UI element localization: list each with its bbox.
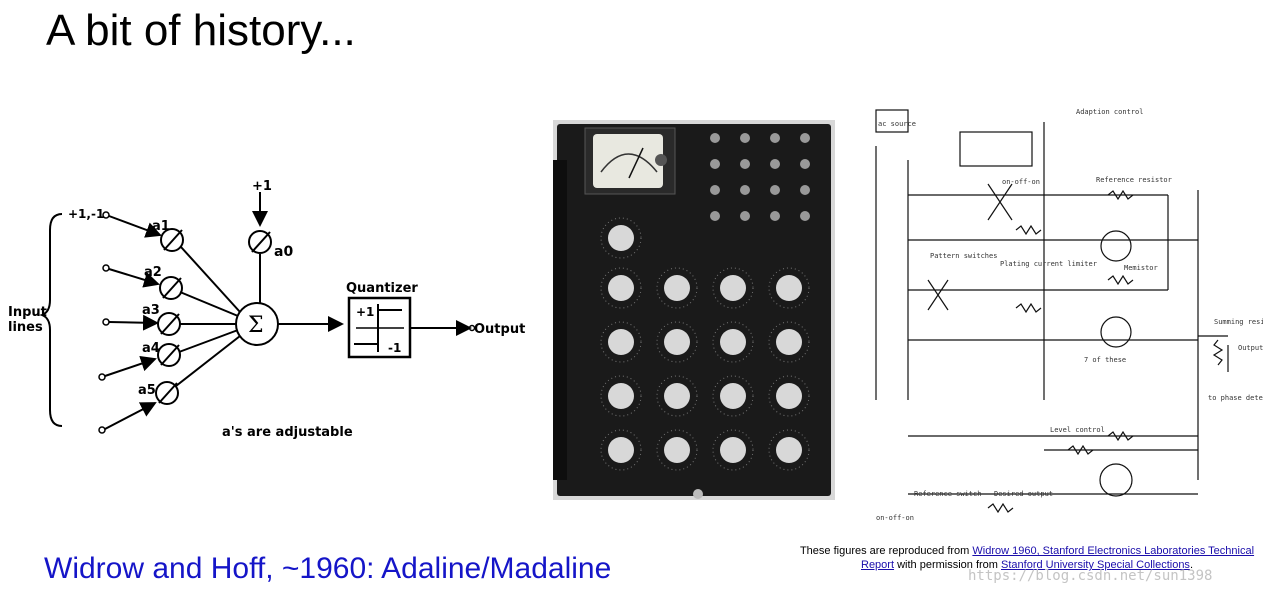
large-knob (712, 375, 754, 417)
bias-weight-icon (248, 230, 272, 254)
label-ac-source: ac source (878, 120, 916, 128)
small-knob (740, 185, 750, 195)
madaline-schematic: ac source Adaption control on-off-on Ref… (875, 108, 1263, 522)
label-on-off-on-bottom: on-off-on (876, 514, 914, 522)
large-knob (600, 375, 642, 417)
large-knob (712, 267, 754, 309)
label-pattern-switches: Pattern switches (930, 252, 997, 260)
bias-label: +1 (252, 179, 272, 194)
small-knob (800, 185, 810, 195)
large-knob (768, 267, 810, 309)
large-knob (656, 375, 698, 417)
bias-input-label: +1,-1 (68, 207, 104, 221)
weight-a1-icon (160, 228, 184, 252)
label-phase-detector: to phase detector (1208, 394, 1263, 402)
label-level-control: Level control (1050, 426, 1105, 434)
watermark: https://blog.csdn.net/sun1398 (968, 568, 1213, 584)
quantizer-label: Quantizer (346, 281, 418, 296)
label-output: Output (1238, 344, 1263, 352)
small-knob (770, 211, 780, 221)
weight-label-a3: a3 (142, 303, 160, 318)
weight-a5-icon (155, 381, 179, 405)
small-knob (710, 211, 720, 221)
sum-symbol: Σ (248, 313, 264, 338)
small-knob (740, 211, 750, 221)
label-memistor: Memistor (1124, 264, 1158, 272)
large-knob (768, 321, 810, 363)
label-adaption-control: Adaption control (1076, 108, 1143, 116)
label-summing-resistor: Summing resistor (1214, 318, 1263, 326)
large-knob (656, 267, 698, 309)
credit-link-report[interactable]: Widrow 1960, Stanford Electronics Labora… (861, 545, 1255, 571)
bias-weight-label: a0 (274, 244, 293, 260)
meter-gauge-icon (584, 127, 676, 195)
small-knob-grid (710, 133, 810, 221)
small-knob (800, 211, 810, 221)
large-knob (712, 429, 754, 471)
slide-title: A bit of history... (46, 6, 356, 55)
label-on-off-on-top: on-off-on (1002, 178, 1040, 186)
slide-subtitle: Widrow and Hoff, ~1960: Adaline/Madaline (44, 552, 612, 585)
credit-middle: with permission from (894, 559, 1002, 571)
label-desired-output: Desired output (994, 490, 1053, 498)
label-seven-of-these: 7 of these (1084, 356, 1126, 364)
credit-link-collections[interactable]: Stanford University Special Collections (1001, 559, 1190, 571)
input-brace (39, 213, 63, 427)
credit-prefix: These figures are reproduced from (799, 545, 973, 557)
madaline-hardware-photo (553, 120, 835, 500)
small-knob (740, 133, 750, 143)
weight-label-a1: a1 (152, 219, 170, 234)
weight-a4-icon (157, 343, 181, 367)
small-knob (770, 159, 780, 169)
credit-suffix: . (1189, 559, 1193, 571)
label-reference-switch: Reference switch (914, 490, 981, 498)
large-knob (600, 429, 642, 471)
large-knob-grid (600, 217, 810, 471)
large-knob (768, 429, 810, 471)
small-knob (710, 133, 720, 143)
small-knob (800, 159, 810, 169)
weights-note: a's are adjustable (222, 425, 353, 440)
weight-label-a2: a2 (144, 265, 162, 280)
large-knob (656, 429, 698, 471)
label-reference-resistor: Reference resistor (1096, 176, 1172, 184)
small-knob (800, 133, 810, 143)
small-knob (770, 185, 780, 195)
large-knob (600, 217, 642, 259)
large-knob (656, 321, 698, 363)
small-knob (740, 159, 750, 169)
large-knob (600, 321, 642, 363)
quantizer-plus: +1 (356, 305, 374, 319)
large-knob (768, 375, 810, 417)
small-knob (770, 133, 780, 143)
weight-a2-icon (159, 276, 183, 300)
small-knob (710, 185, 720, 195)
output-label: Output (474, 322, 525, 337)
large-knob (600, 267, 642, 309)
weight-label-a5: a5 (138, 383, 156, 398)
small-knob (710, 159, 720, 169)
large-knob (712, 321, 754, 363)
quantizer-minus: -1 (388, 341, 401, 355)
weight-label-a4: a4 (142, 341, 160, 356)
weight-a3-icon (157, 312, 181, 336)
figure-credit: These figures are reproduced from Widrow… (790, 544, 1264, 572)
label-plating-limiter: Plating current limiter (1000, 260, 1097, 268)
